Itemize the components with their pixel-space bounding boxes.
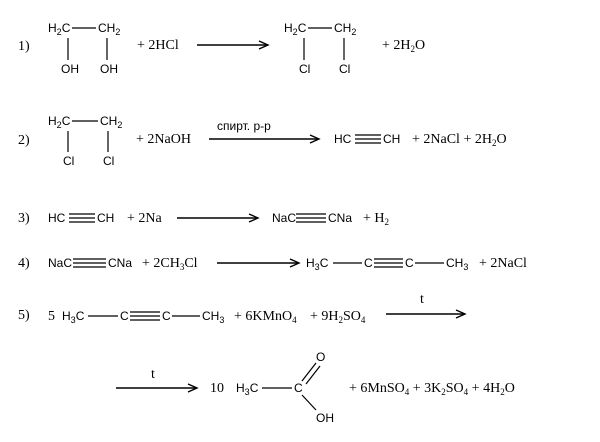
reagent: + 9H2SO4 <box>310 309 366 325</box>
group-label: Cl <box>299 62 310 76</box>
acetic-acid: H3C C O OH <box>236 350 334 425</box>
byproduct: + H2 <box>363 211 389 227</box>
byproduct: + 2NaCl <box>479 256 527 271</box>
byproduct: + 2H2O <box>382 38 425 54</box>
atom-label: CH3 <box>202 309 224 325</box>
reaction-3: 3) HC CH + 2Na NaC CNa + H2 <box>18 211 389 227</box>
group-label: OH <box>61 62 79 76</box>
reaction-arrow <box>209 134 321 144</box>
byproduct: + 2NaCl + 2H2O <box>412 132 507 148</box>
atom-label: H2C <box>48 21 71 37</box>
butyne: H3C C C CH3 <box>62 309 224 325</box>
atom-label: HC <box>334 132 352 146</box>
atom-label: CH3 <box>446 256 468 272</box>
reaction-condition: спирт. р-р <box>217 119 271 133</box>
atom-label: CH2 <box>98 21 120 37</box>
butyne: H3C C C CH3 <box>306 256 468 272</box>
atom-label: C <box>364 256 373 270</box>
group-label: Cl <box>103 154 114 168</box>
bond <box>301 362 317 382</box>
atom-label: CH2 <box>334 21 356 37</box>
reaction-arrow <box>116 383 199 393</box>
group-label: OH <box>100 62 118 76</box>
bond <box>301 394 317 411</box>
reaction-number: 1) <box>18 39 30 54</box>
reagent: + 2Na <box>127 211 163 226</box>
reaction-2: 2) H2C CH2 Cl Cl + 2NaOH спирт. р-р HC C… <box>18 114 507 168</box>
group-label: Cl <box>339 62 350 76</box>
atom-label: C <box>162 309 171 323</box>
byproduct: + 6MnSO4 + 3K2SO4 + 4H2O <box>349 381 515 397</box>
reaction-condition: t <box>420 292 424 307</box>
coefficient: 10 <box>210 381 224 396</box>
atom-label: HC <box>48 211 66 225</box>
atom-label: O <box>316 350 325 364</box>
atom-label: H3C <box>236 381 259 397</box>
sodium-acetylide: NaC CNa <box>272 211 352 225</box>
reaction-number: 4) <box>18 256 30 271</box>
atom-label: H2C <box>48 114 71 130</box>
reaction-arrow <box>217 258 301 268</box>
atom-label: C <box>120 309 129 323</box>
reaction-number: 3) <box>18 211 30 226</box>
reaction-arrow <box>386 309 467 319</box>
reagent: + 2CH3Cl <box>142 256 198 272</box>
reaction-5-products: t 10 H3C C O OH + 6MnSO4 + 3K2SO4 + 4H2O <box>116 350 515 425</box>
group-label: Cl <box>63 154 74 168</box>
reaction-number: 2) <box>18 133 30 148</box>
atom-label: CNa <box>328 211 352 225</box>
sodium-acetylide: NaC CNa <box>48 256 132 270</box>
reaction-4: 4) NaC CNa + 2CH3Cl H3C C C CH3 + 2NaCl <box>18 256 527 272</box>
dichloroethane: H2C CH2 Cl Cl <box>48 114 122 168</box>
atom-label: C <box>405 256 414 270</box>
ethylene-glycol: H2C CH2 OH OH <box>48 21 120 76</box>
reaction-arrow <box>177 213 260 223</box>
acetylene: HC CH <box>334 132 400 146</box>
atom-label: NaC <box>48 256 72 270</box>
atom-label: C <box>294 381 303 395</box>
reagent: + 2NaOH <box>136 132 191 147</box>
acetylene: HC CH <box>48 211 114 225</box>
coefficient: 5 <box>48 309 55 324</box>
reagent: + 6KMnO4 <box>234 309 297 325</box>
dichloroethane: H2C CH2 Cl Cl <box>284 21 356 76</box>
reaction-arrow <box>197 40 270 50</box>
atom-label: H3C <box>306 256 329 272</box>
reaction-number: 5) <box>18 308 30 323</box>
reaction-1: 1) H2C CH2 OH OH + 2HCl H2C CH2 Cl Cl + … <box>18 21 425 76</box>
reagent: + 2HCl <box>137 38 179 53</box>
atom-label: OH <box>316 411 334 425</box>
reaction-condition: t <box>151 367 155 382</box>
reaction-5: 5) 5 H3C C C CH3 + 6KMnO4 + 9H2SO4 t <box>18 292 467 325</box>
atom-label: CH <box>383 132 400 146</box>
atom-label: H2C <box>284 21 307 37</box>
atom-label: NaC <box>272 211 296 225</box>
atom-label: CNa <box>108 256 132 270</box>
atom-label: CH2 <box>100 114 122 130</box>
atom-label: H3C <box>62 309 85 325</box>
bond <box>305 365 321 385</box>
atom-label: CH <box>97 211 114 225</box>
